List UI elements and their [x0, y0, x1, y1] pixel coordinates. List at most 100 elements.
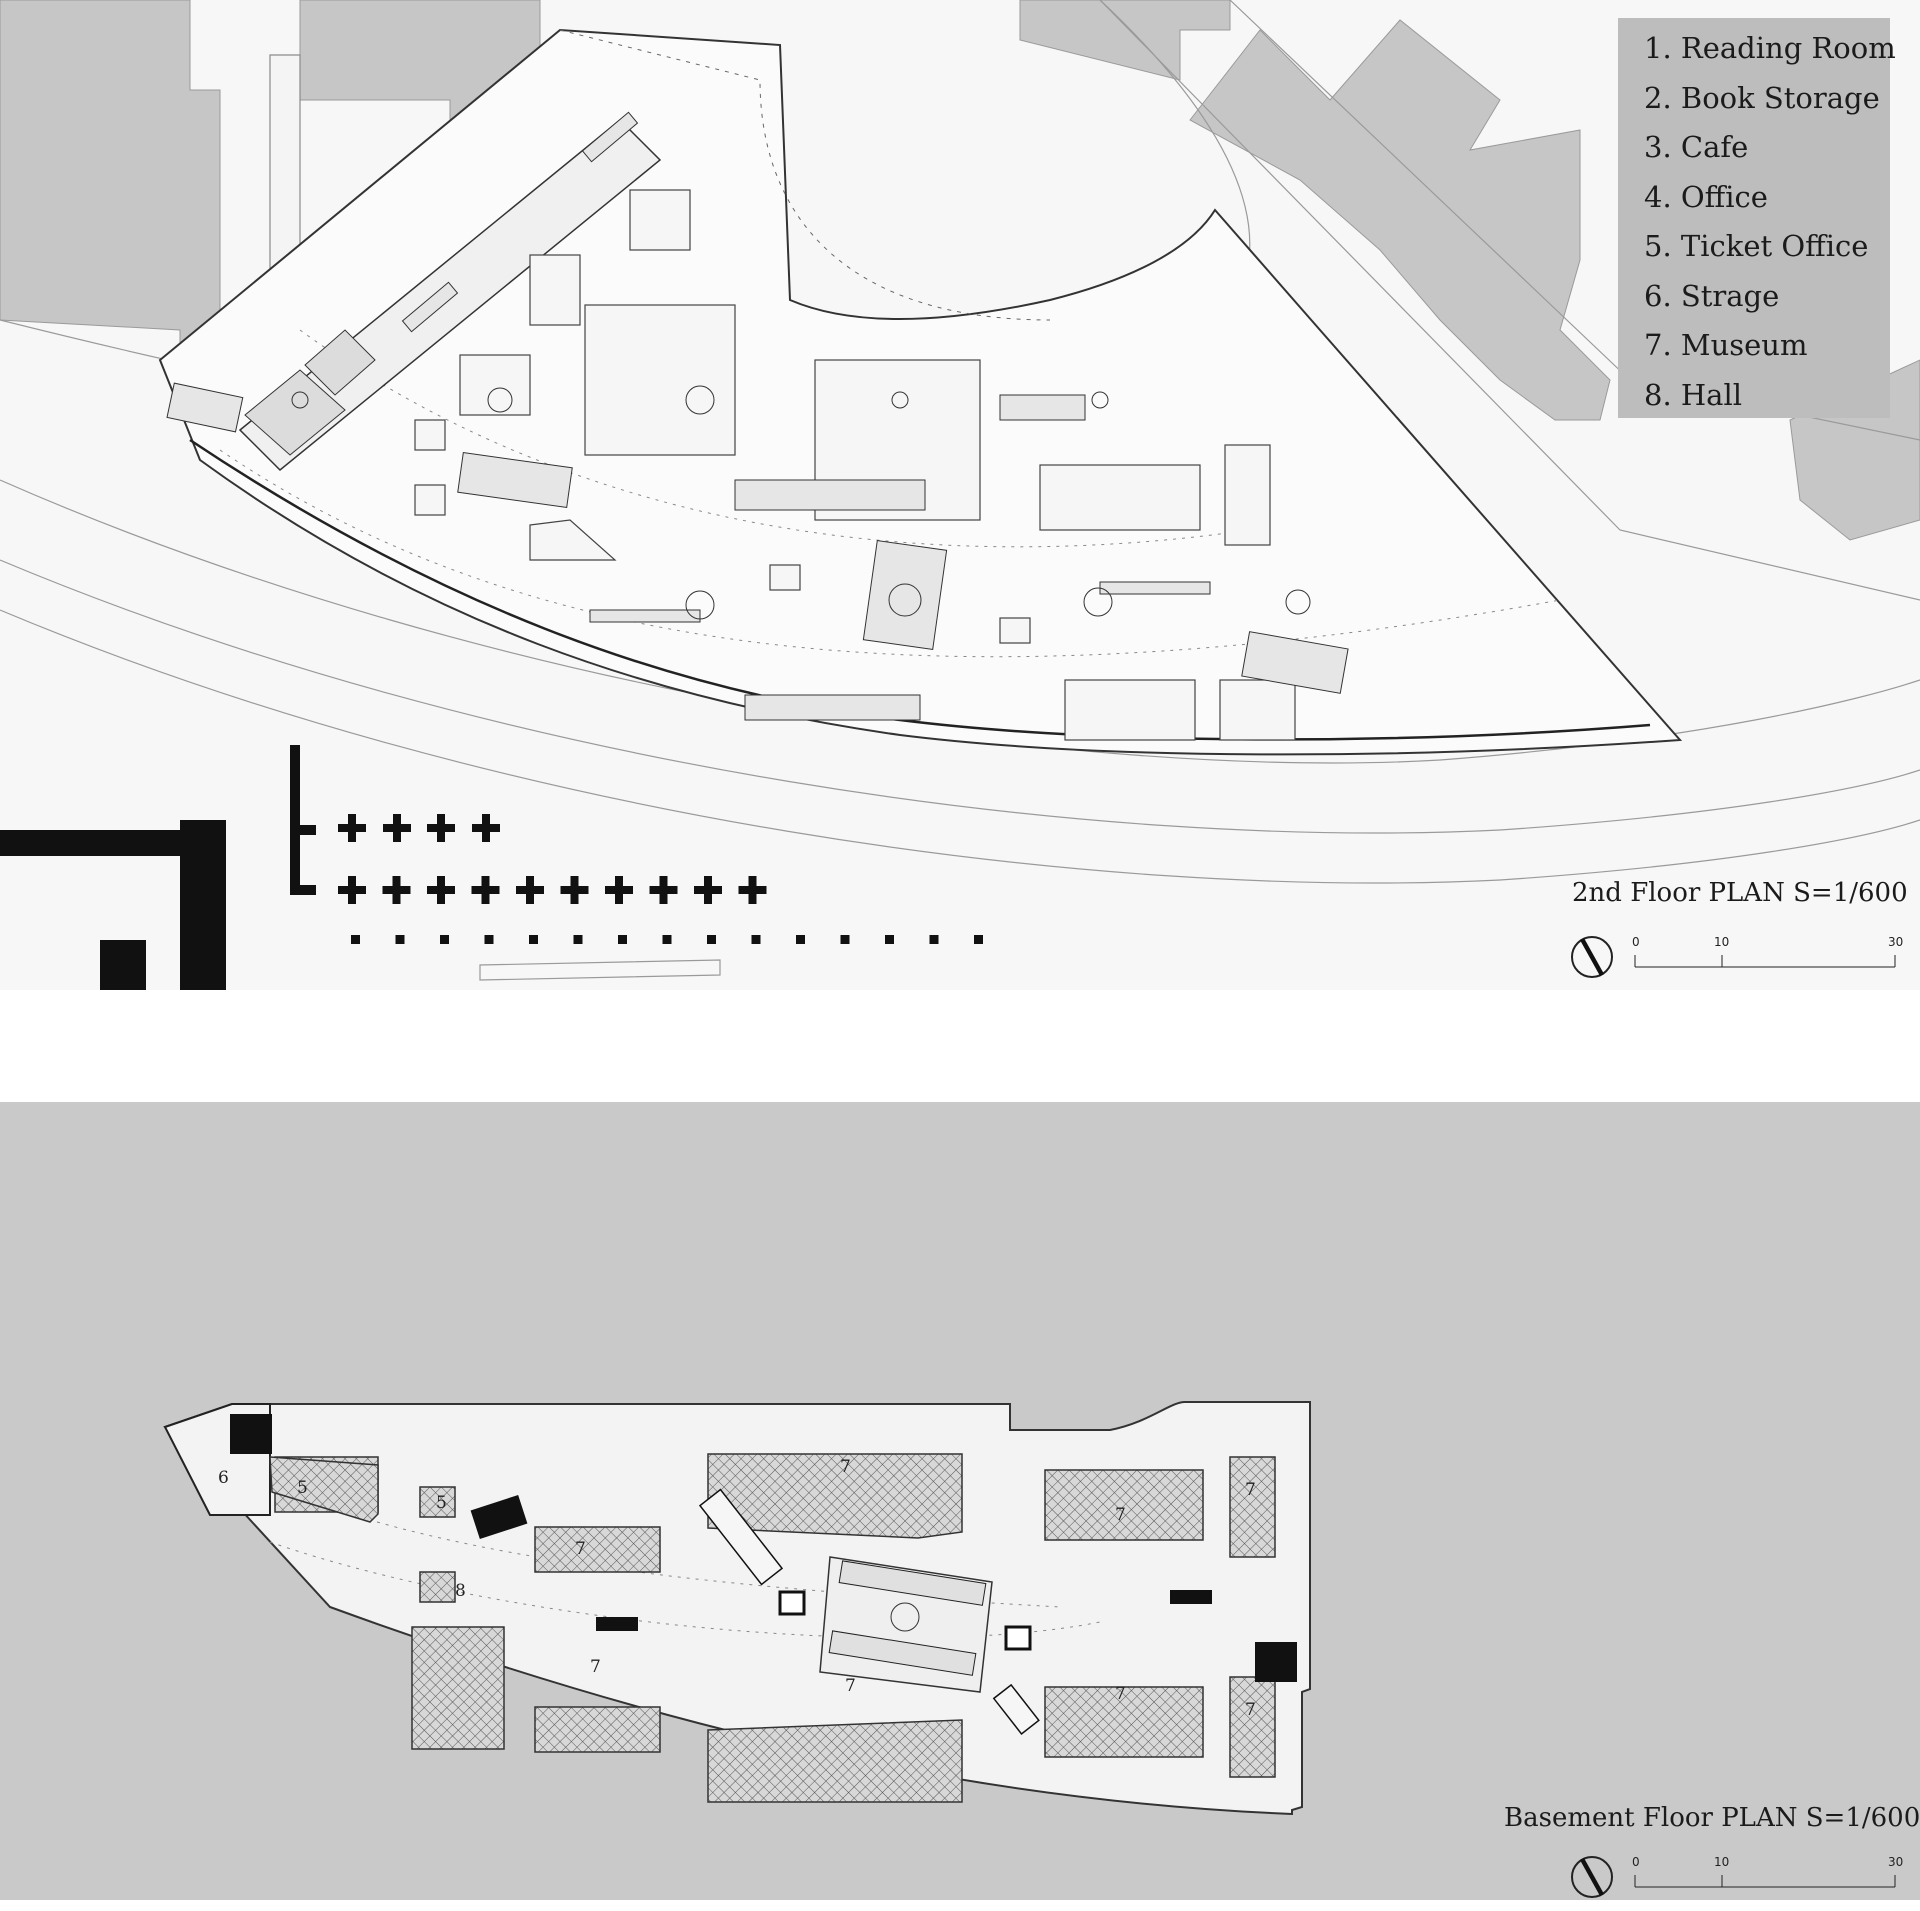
- road-edge: [0, 479, 1920, 764]
- room-label: 7: [845, 1676, 856, 1696]
- escalators: [166, 111, 1349, 721]
- escalator: [401, 281, 459, 333]
- second-floor-plan: 1. Reading Room 2. Book Storage 3. Cafe …: [0, 0, 1920, 990]
- road-edge: [479, 959, 721, 981]
- wall: [100, 940, 146, 990]
- legend: 1. Reading Room 2. Book Storage 3. Cafe …: [1618, 18, 1896, 418]
- room-block: [529, 254, 581, 326]
- room-label: 7: [1245, 1700, 1256, 1720]
- room-5-small: [419, 1486, 456, 1518]
- escalator: [1099, 581, 1211, 595]
- room-block: [1219, 679, 1296, 741]
- elevator: [1004, 1625, 1032, 1651]
- room-7: [1044, 1469, 1204, 1541]
- column-symbol: [685, 385, 715, 415]
- room-label: 7: [1115, 1505, 1126, 1525]
- cross-column: [382, 876, 411, 904]
- stair-core: [1170, 1590, 1212, 1604]
- room-label: 5: [436, 1493, 447, 1513]
- room-7-large: [707, 1719, 963, 1803]
- room-labels: 6 5 5 7 8 7 7 7 7 7 7 7: [218, 1457, 1256, 1720]
- column-symbol: [1285, 589, 1311, 615]
- cross-column: [338, 814, 366, 842]
- escalator: [698, 1488, 784, 1586]
- room-label: 7: [1245, 1480, 1256, 1500]
- room-label: 7: [840, 1457, 851, 1477]
- room-block: [414, 419, 446, 451]
- room-block: [629, 189, 691, 251]
- scale-tick: 10: [1714, 935, 1730, 949]
- square-column: [662, 935, 672, 944]
- scale-tick: 0: [1632, 1855, 1640, 1869]
- room-block: [1039, 464, 1201, 531]
- square-columns: [351, 935, 983, 944]
- room-8: [411, 1626, 505, 1750]
- column-symbol: [487, 387, 513, 413]
- square-column: [796, 935, 805, 944]
- stair-core: [596, 1617, 638, 1631]
- cross-column: [738, 876, 767, 904]
- column-symbol: [291, 391, 309, 409]
- hatched-rooms: [269, 1453, 1276, 1803]
- legend-item: 5. Ticket Office: [1644, 229, 1869, 263]
- cross-column: [472, 814, 500, 842]
- cross-column: [427, 876, 455, 904]
- escalator: [166, 382, 244, 433]
- escalator: [581, 111, 639, 163]
- room-5-small: [419, 1571, 456, 1603]
- plan-title: 2nd Floor PLAN S=1/600: [1572, 878, 1908, 908]
- room-block: [414, 484, 446, 516]
- room-7-narrow: [1229, 1676, 1276, 1778]
- escalator: [828, 1630, 977, 1676]
- square-column: [885, 935, 894, 944]
- historic-building: [0, 745, 316, 990]
- road-edge: [1099, 0, 1920, 601]
- north-arrow-icon: [1571, 1856, 1896, 1898]
- square-column: [529, 935, 538, 944]
- dotted-axis: [219, 449, 1561, 658]
- cross-columns: [338, 814, 767, 904]
- wall: [290, 885, 316, 895]
- second-floor-drawing: [0, 0, 1920, 990]
- cross-column: [516, 876, 544, 904]
- room-7: [1044, 1686, 1204, 1758]
- scale-tick: 0: [1632, 935, 1640, 949]
- building-block: [0, 0, 221, 361]
- basement-floor-plan: 6 5 5 7 8 7 7 7 7 7 7 7 Basement Floor P…: [0, 1102, 1920, 1900]
- building-block: [1019, 0, 1231, 81]
- cross-column: [560, 876, 589, 904]
- surrounding-buildings: [0, 0, 1920, 541]
- legend-item: 3. Cafe: [1644, 130, 1749, 164]
- scale-bar: 0 10 30: [1570, 1855, 1910, 1911]
- room-block: [529, 519, 617, 561]
- column-symbol: [1083, 587, 1113, 617]
- square-column: [974, 935, 983, 944]
- legend-item: 7. Museum: [1644, 328, 1808, 362]
- column-symbol: [1091, 391, 1109, 409]
- square-column: [751, 935, 761, 944]
- wall: [180, 820, 226, 990]
- column-symbol: [888, 583, 922, 617]
- column-symbol: [890, 1602, 920, 1632]
- room-block: [459, 354, 531, 416]
- scale-tick: 30: [1888, 935, 1904, 949]
- wall: [290, 825, 316, 835]
- cross-column: [649, 876, 678, 904]
- room-block: [1064, 679, 1196, 741]
- square-column: [573, 935, 583, 944]
- escalator: [838, 1560, 987, 1606]
- room-label: 7: [590, 1657, 601, 1677]
- legend-item: 8. Hall: [1644, 377, 1743, 412]
- room-label: 5: [297, 1478, 308, 1498]
- legend-item: 2. Book Storage: [1644, 80, 1880, 115]
- column-symbol: [891, 391, 909, 409]
- room-block: [769, 564, 801, 591]
- escalator: [999, 394, 1086, 421]
- column-symbols: [291, 385, 1311, 620]
- scale-tick: 10: [1714, 1855, 1730, 1869]
- legend-item: 1. Reading Room: [1644, 31, 1896, 65]
- room-7: [534, 1706, 661, 1753]
- cross-column: [471, 876, 500, 904]
- square-column: [707, 935, 716, 944]
- room-5: [269, 1456, 379, 1523]
